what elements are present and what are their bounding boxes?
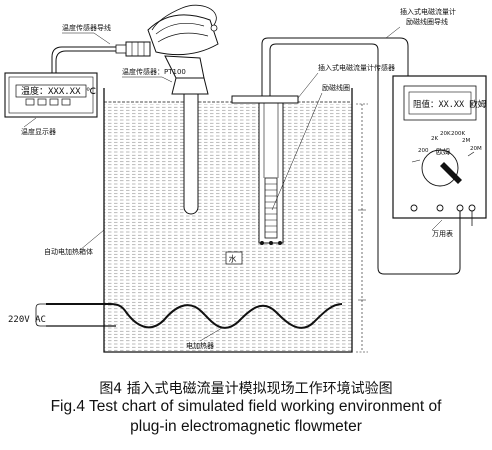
resistance-readout: 阻值：XX.XX 欧姆	[413, 99, 487, 110]
temperature-display: 温度：XXX.XX ℃	[4, 72, 98, 118]
jack-v-ohm-b	[468, 204, 476, 212]
electric-heater-coil	[46, 303, 343, 329]
svg-text:2M: 2M	[462, 138, 470, 144]
svg-text:20M: 20M	[470, 146, 482, 152]
display-button	[25, 98, 35, 106]
dial-pointer	[440, 162, 462, 184]
multimeter-lead-wire	[269, 43, 461, 275]
svg-text:2K: 2K	[431, 136, 438, 142]
svg-text:200K: 200K	[451, 131, 465, 137]
temp-display-label: 温度显示器	[21, 127, 56, 136]
display-button	[61, 98, 71, 106]
jack-com	[410, 204, 418, 212]
water-label-box	[225, 251, 243, 265]
heater-box-label: 自动电加热箱体	[44, 247, 93, 256]
excitation-coil-label: 励磁线圈	[322, 83, 350, 92]
svg-text:20K: 20K	[440, 131, 451, 137]
flowmeter-sensor-label: 插入式电磁流量计传感器	[318, 63, 395, 72]
coil-wire-label-1: 插入式电磁流量计	[400, 7, 456, 16]
temp-sensor-label: 温度传感器：PT100	[122, 67, 186, 76]
display-button	[37, 98, 47, 106]
tank-wall	[103, 88, 353, 353]
figure-caption-en-line2: plug-in electromagnetic flowmeter	[130, 418, 362, 435]
flowmeter-coil-wire	[261, 37, 409, 96]
temperature-sensor	[115, 4, 219, 215]
temp-sensor-wire-label: 温度传感器导线	[62, 23, 111, 32]
figure-caption-en-line1: Fig.4 Test chart of simulated field work…	[50, 398, 442, 415]
water-body	[104, 104, 352, 352]
water-label: 水	[229, 254, 237, 264]
test-setup-diagram: 温度：XXX.XX ℃ 阻值：XX.XX 欧姆 200 2K 20K 200	[4, 4, 487, 353]
display-button	[49, 98, 59, 106]
supply-voltage-label: 220V AC	[8, 315, 46, 325]
flowmeter-probe	[231, 95, 299, 245]
heater-label: 电加热器	[186, 341, 214, 350]
temperature-readout: 温度：XXX.XX ℃	[21, 85, 96, 97]
svg-text:200: 200	[418, 148, 429, 154]
heating-tank	[103, 88, 368, 353]
multimeter: 阻值：XX.XX 欧姆 200 2K 20K 200K 2M 20M 欧姆	[392, 75, 487, 219]
multimeter-label: 万用表	[432, 229, 453, 238]
figure-caption-zh: 图4 插入式电磁流量计模拟现场工作环境试验图	[99, 381, 393, 397]
coil-wire-label-2: 励磁线圈导线	[406, 17, 448, 26]
jack-v-ohm-a	[456, 204, 464, 212]
jack-ma	[436, 204, 444, 212]
svg-text:欧姆: 欧姆	[436, 147, 450, 156]
temperature-sensor-wire	[51, 46, 116, 73]
range-dial	[421, 149, 459, 187]
